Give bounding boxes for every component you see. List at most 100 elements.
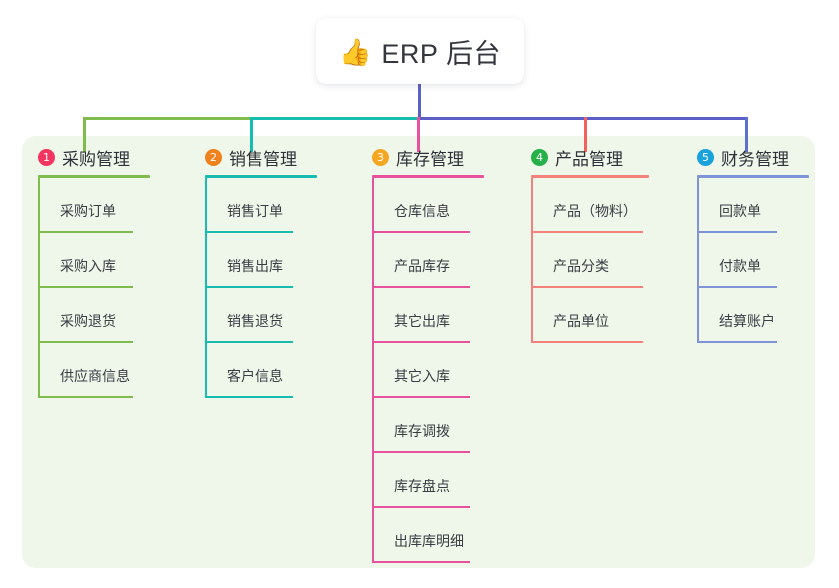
leaf-node-underline [697,341,777,343]
leaf-node-label: 其它入库 [394,368,450,384]
content-panel [22,136,815,568]
leaf-node-label: 回款单 [719,203,761,219]
leaf-node-label: 付款单 [719,258,761,274]
branch-column-2: 2 销售管理销售订单销售出库销售退货客户信息 [205,145,317,398]
branch-items-3: 仓库信息产品库存其它出库其它入库库存调拨库存盘点出库库明细 [372,178,484,563]
leaf-node-label: 采购退货 [60,313,116,329]
leaf-node-label: 结算账户 [719,313,775,329]
leaf-node-label: 产品单位 [553,313,609,329]
branch-column-1: 1 采购管理采购订单采购入库采购退货供应商信息 [38,145,150,398]
branch-title-3: 库存管理 [396,149,464,169]
leaf-node-underline [372,561,470,563]
branch-stem-1 [38,178,40,398]
branch-stem-3 [372,178,374,563]
branch-title-4: 产品管理 [555,149,623,169]
leaf-node-label: 仓库信息 [394,203,450,219]
leaf-node[interactable]: 结算账户 [697,288,809,343]
branch-items-1: 采购订单采购入库采购退货供应商信息 [38,178,150,398]
leaf-node-label: 其它出库 [394,313,450,329]
leaf-node-label: 销售退货 [227,313,283,329]
leaf-node[interactable]: 其它出库 [372,288,484,343]
leaf-node-underline [38,286,133,288]
branch-stem-5 [697,178,699,343]
leaf-node[interactable]: 库存调拨 [372,398,484,453]
leaf-node[interactable]: 产品单位 [531,288,649,343]
leaf-node-label: 采购订单 [60,203,116,219]
leaf-node[interactable]: 出库库明细 [372,508,484,563]
leaf-node-underline [372,506,470,508]
branch-badge-1: 1 [38,148,55,166]
leaf-node-label: 产品分类 [553,258,609,274]
branch-header-5[interactable]: 5 财务管理 [697,145,809,169]
branch-underline-1 [38,175,150,178]
root-node[interactable]: 👍 ERP 后台 [316,18,524,84]
branch-header-1[interactable]: 1 采购管理 [38,145,150,169]
branch-items-5: 回款单付款单结算账户 [697,178,809,343]
leaf-node[interactable]: 仓库信息 [372,178,484,233]
branch-column-3: 3 库存管理仓库信息产品库存其它出库其它入库库存调拨库存盘点出库库明细 [372,145,484,563]
leaf-node-label: 产品（物料） [553,203,637,219]
leaf-node[interactable]: 产品（物料） [531,178,649,233]
leaf-node-label: 库存盘点 [394,478,450,494]
root-node-title: ERP 后台 [381,38,501,69]
leaf-node-underline [205,286,293,288]
leaf-node-label: 出库库明细 [394,533,464,549]
leaf-node[interactable]: 销售订单 [205,178,317,233]
branch-underline-2 [205,175,317,178]
leaf-node-underline [38,396,133,398]
branch-badge-2: 2 [205,148,222,166]
branch-title-1: 采购管理 [62,149,130,169]
branch-underline-3 [372,175,484,178]
leaf-node-underline [372,286,470,288]
leaf-node[interactable]: 销售出库 [205,233,317,288]
leaf-node-underline [697,231,777,233]
branch-title-2: 销售管理 [229,149,297,169]
leaf-node-label: 供应商信息 [60,368,130,384]
leaf-node-underline [531,231,643,233]
branch-title-5: 财务管理 [721,149,789,169]
leaf-node-label: 销售订单 [227,203,283,219]
leaf-node[interactable]: 产品分类 [531,233,649,288]
branch-column-4: 4 产品管理产品（物料） 产品分类产品单位 [531,145,649,343]
branch-badge-5: 5 [697,148,714,166]
leaf-node[interactable]: 产品库存 [372,233,484,288]
leaf-node-underline [531,341,643,343]
thumbs-up-icon: 👍 [339,37,372,67]
leaf-node-underline [697,286,777,288]
leaf-node[interactable]: 付款单 [697,233,809,288]
leaf-node-label: 客户信息 [227,368,283,384]
leaf-node[interactable]: 采购入库 [38,233,150,288]
leaf-node-label: 库存调拨 [394,423,450,439]
leaf-node[interactable]: 其它入库 [372,343,484,398]
leaf-node-label: 产品库存 [394,258,450,274]
branch-header-2[interactable]: 2 销售管理 [205,145,317,169]
leaf-node-underline [205,231,293,233]
leaf-node[interactable]: 客户信息 [205,343,317,398]
leaf-node-underline [38,341,133,343]
leaf-node-underline [205,396,293,398]
leaf-node-label: 销售出库 [227,258,283,274]
leaf-node[interactable]: 销售退货 [205,288,317,343]
branch-items-4: 产品（物料） 产品分类产品单位 [531,178,649,343]
leaf-node[interactable]: 回款单 [697,178,809,233]
leaf-node-underline [372,396,470,398]
leaf-node-underline [205,341,293,343]
leaf-node-underline [372,451,470,453]
leaf-node[interactable]: 库存盘点 [372,453,484,508]
leaf-node[interactable]: 采购订单 [38,178,150,233]
leaf-node-label: 采购入库 [60,258,116,274]
branch-underline-5 [697,175,809,178]
branch-badge-4: 4 [531,148,548,166]
leaf-node-underline [372,231,470,233]
leaf-node-underline [372,341,470,343]
leaf-node[interactable]: 采购退货 [38,288,150,343]
branch-badge-3: 3 [372,148,389,166]
branch-underline-4 [531,175,649,178]
leaf-node[interactable]: 供应商信息 [38,343,150,398]
branch-header-4[interactable]: 4 产品管理 [531,145,649,169]
branch-column-5: 5 财务管理回款单付款单结算账户 [697,145,809,343]
branch-items-2: 销售订单销售出库销售退货客户信息 [205,178,317,398]
branch-stem-4 [531,178,533,343]
branch-header-3[interactable]: 3 库存管理 [372,145,484,169]
